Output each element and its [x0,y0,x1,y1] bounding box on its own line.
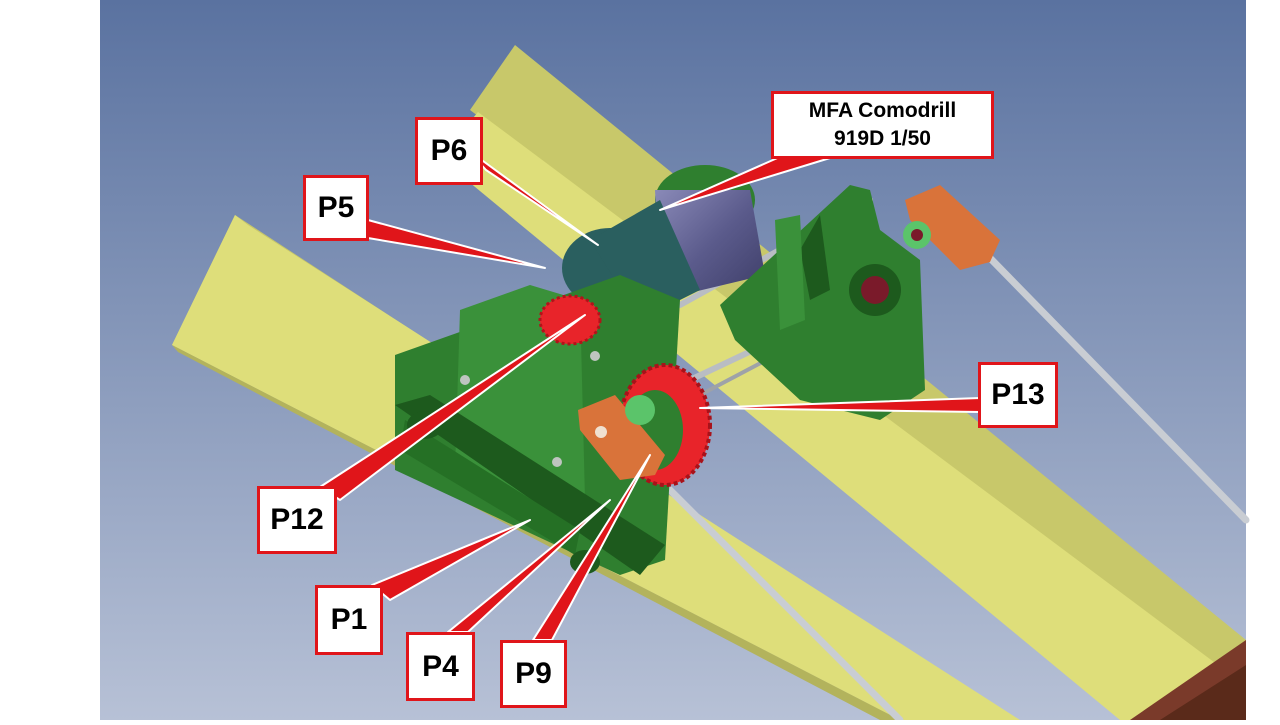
bottom-right-structure [1130,640,1246,720]
callout-p1: P1 [315,585,383,655]
callout-p12: P12 [257,486,337,554]
callout-motor: MFA Comodrill 919D 1/50 [771,91,994,159]
right-orange-bracket [903,185,1000,270]
bearing-bracket [720,185,925,420]
callout-p13: P13 [978,362,1058,428]
callout-p5: P5 [303,175,369,241]
callout-p4: P4 [406,632,475,701]
left-orange-bracket [578,395,665,480]
small-gear [538,294,602,346]
callout-p9: P9 [500,640,567,708]
callout-pointers [319,147,981,641]
callout-p6: P6 [415,117,483,185]
